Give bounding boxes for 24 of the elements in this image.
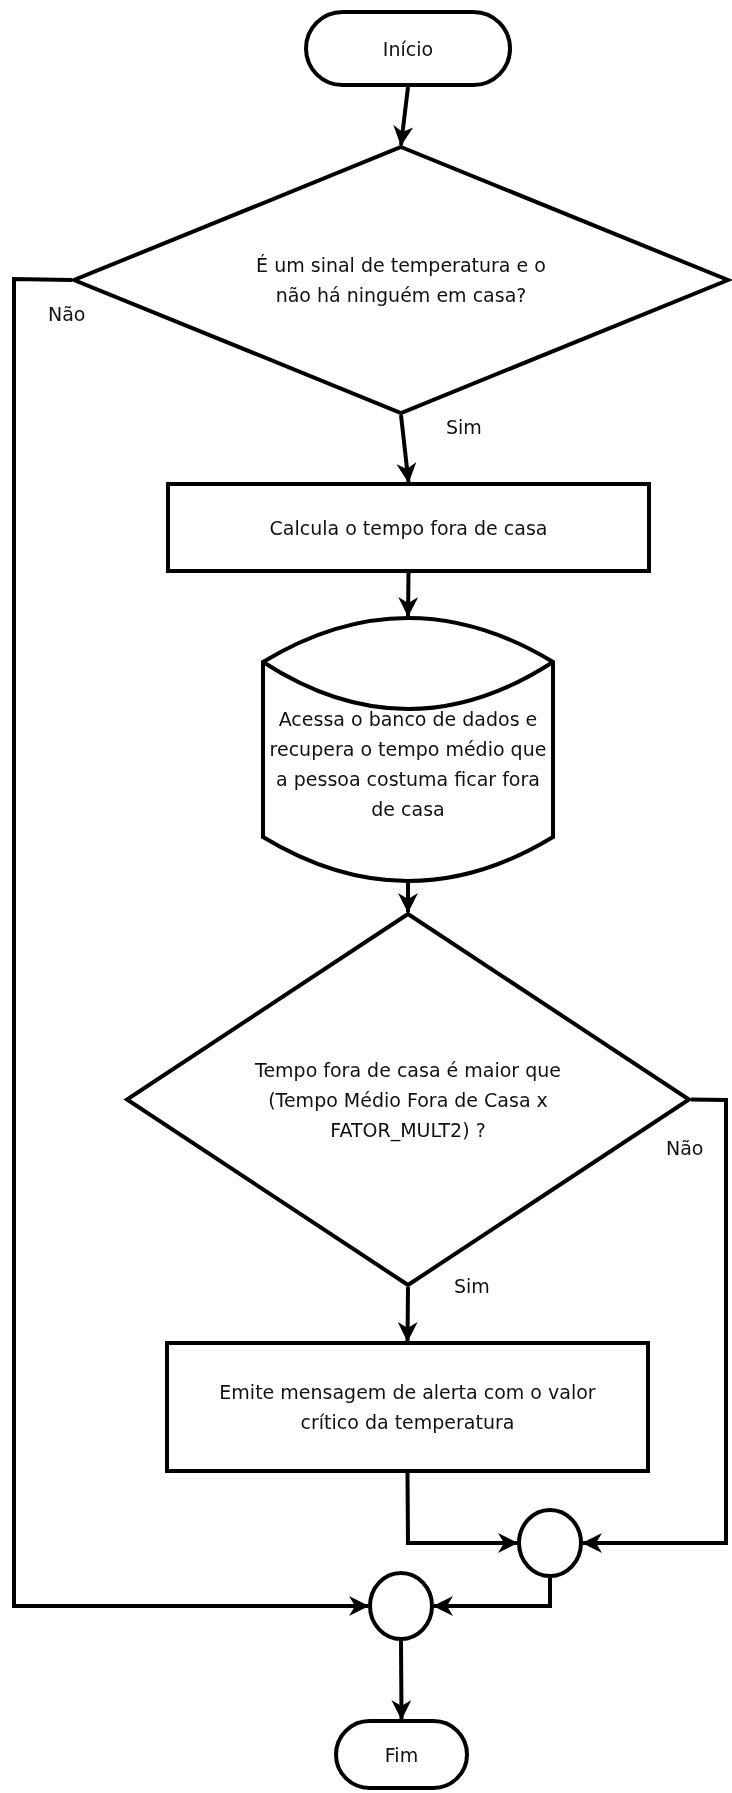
terminal-shape	[304, 10, 512, 87]
arrow	[12, 276, 369, 1616]
arrow	[393, 86, 414, 146]
arrow	[391, 1641, 412, 1720]
arrow	[433, 1578, 552, 1616]
step-label: É um sinal de temperatura e o não há ninguém em casa?	[255, 253, 547, 308]
arrow	[405, 1473, 518, 1553]
stored-data-shape	[261, 616, 555, 883]
arrow	[398, 883, 418, 913]
step-label: Tempo fora de casa é maior que (Tempo Médio Fora de Casa x FATOR_MULT2) ?	[254, 1057, 562, 1144]
step-label: Acessa o banco de dados e recupera o tempo médio que a pessoa costuma ficar fora de casa	[268, 706, 548, 822]
arrow	[396, 414, 417, 483]
step-label: Emite mensagem de alerta com o valor crítico da temperatura	[218, 1380, 597, 1435]
arrow	[397, 1286, 418, 1342]
arrow	[398, 572, 419, 617]
step-label: Calcula o tempo fora de casa	[268, 515, 549, 541]
step-label: Início	[381, 36, 435, 62]
connector-circle	[368, 1571, 434, 1641]
arrow	[582, 1097, 728, 1553]
connector-circle	[517, 1508, 583, 1578]
process-box	[166, 482, 651, 573]
step-label: Fim	[383, 1742, 420, 1768]
terminal-shape	[334, 1719, 469, 1790]
process-box	[165, 1341, 650, 1473]
